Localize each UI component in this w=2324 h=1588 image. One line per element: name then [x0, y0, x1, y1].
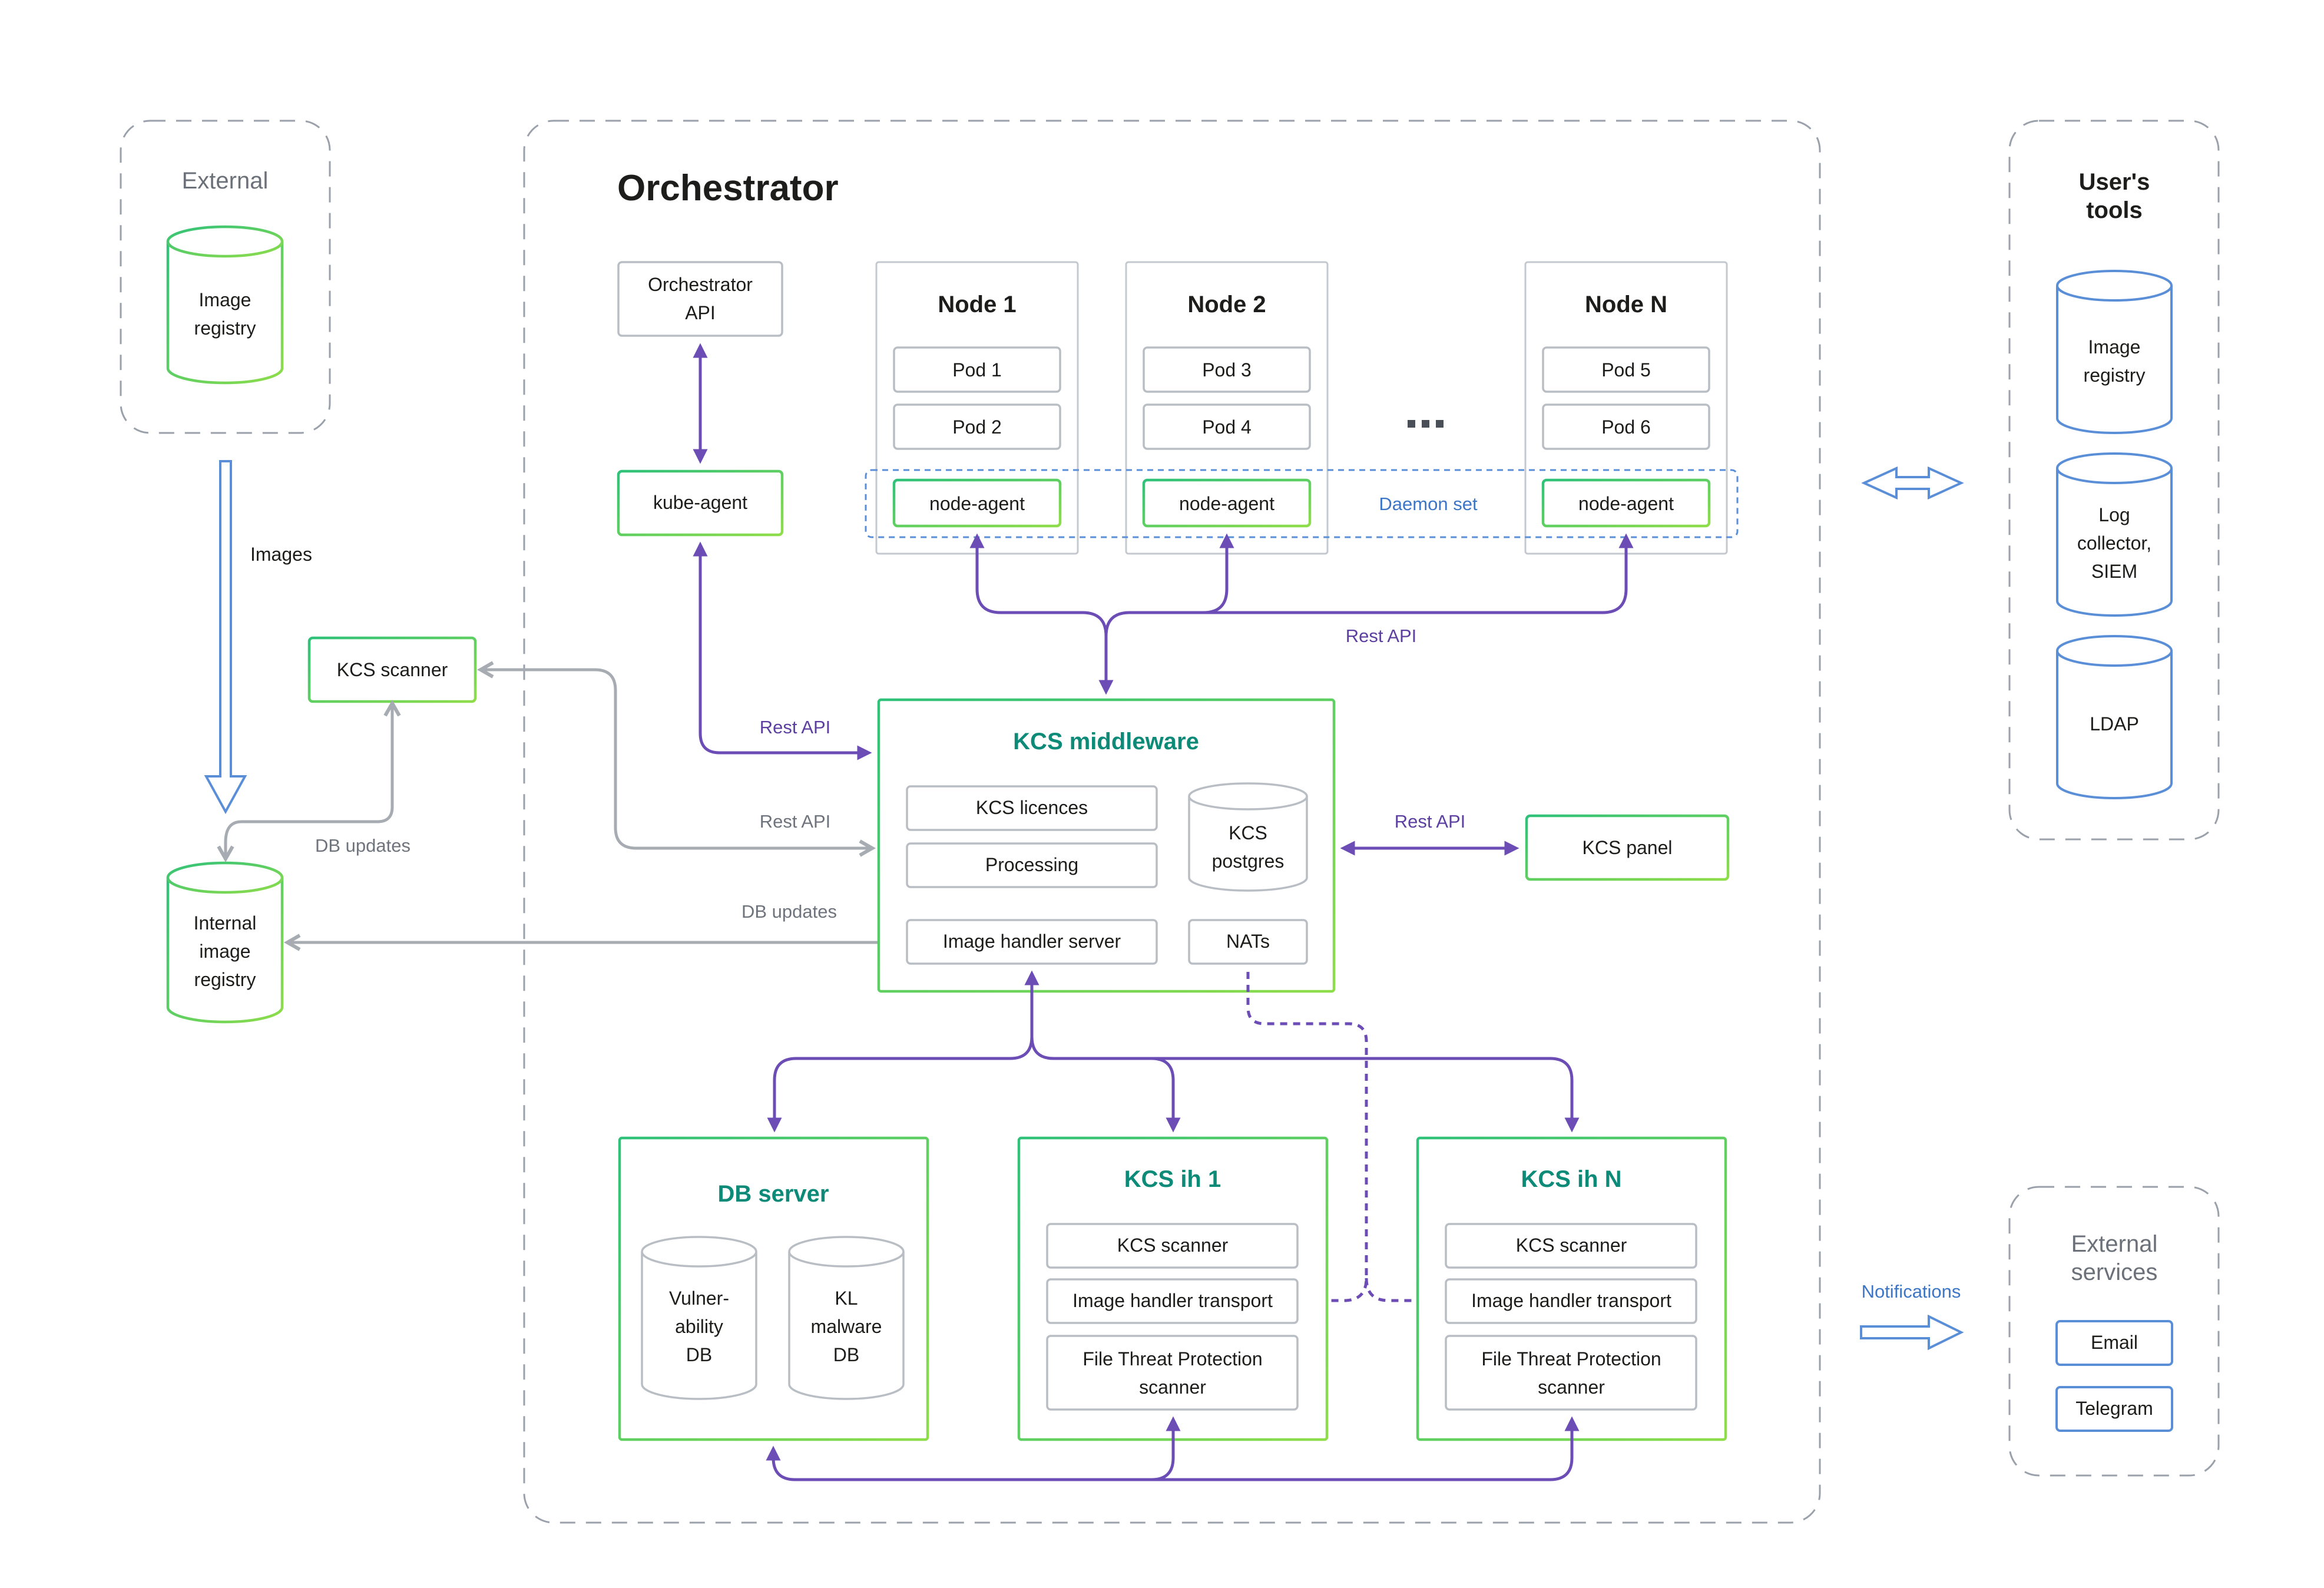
- processing: [906, 842, 1158, 888]
- images-arrow: [204, 460, 247, 815]
- kube-agent-label: kube-agent: [653, 492, 747, 513]
- kcs-panel: [1525, 814, 1730, 881]
- db-updates-label-internal: DB updates: [741, 901, 837, 922]
- svg-text:Node N: Node N: [1585, 292, 1667, 317]
- svg-text:Pod 3: Pod 3: [1202, 359, 1252, 381]
- images-label: Images: [250, 544, 312, 565]
- svg-text:node-agent: node-agent: [1578, 493, 1674, 514]
- telegram-service: [2055, 1386, 2173, 1432]
- rest-api-scanner-label: Rest API: [760, 811, 831, 832]
- orchestrator-api: [617, 261, 783, 337]
- kcs-licences: [906, 785, 1158, 831]
- kcs-ih-1-title: KCS ih 1: [1124, 1166, 1221, 1192]
- db-updates-label-left: DB updates: [315, 835, 410, 856]
- svg-text:node-agent: node-agent: [929, 493, 1025, 514]
- rest-api-panel-label: Rest API: [1395, 811, 1466, 832]
- ihn-kcs-scanner: [1445, 1223, 1697, 1269]
- left-kcs-scanner-label: KCS scanner: [337, 659, 448, 680]
- kube-agent: [617, 469, 784, 537]
- svg-text:KCS scanner: KCS scanner: [1117, 1235, 1229, 1256]
- daemon-set-frame: [865, 469, 1739, 538]
- users-tools-group: [2008, 120, 2220, 841]
- svg-text:Telegram: Telegram: [2075, 1398, 2153, 1419]
- svg-text:Pod 5: Pod 5: [1601, 359, 1651, 381]
- svg-text:KCS scanner: KCS scanner: [1516, 1235, 1627, 1256]
- svg-text:KCS licences: KCS licences: [976, 797, 1088, 818]
- svg-text:Pod 2: Pod 2: [952, 416, 1002, 438]
- svg-text:Image handler transport: Image handler transport: [1471, 1290, 1671, 1311]
- svg-text:Node 1: Node 1: [938, 292, 1016, 317]
- db-server-title: DB server: [717, 1181, 829, 1207]
- svg-text:Pod 1: Pod 1: [952, 359, 1002, 381]
- ldap: LDAP: [2056, 635, 2173, 799]
- scanner-rest-api-edge: [476, 661, 876, 857]
- external-services-group: [2008, 1186, 2220, 1477]
- external-group: [120, 120, 331, 434]
- svg-text:Pod 4: Pod 4: [1202, 416, 1252, 438]
- email-service: [2055, 1320, 2173, 1366]
- svg-text:Email: Email: [2091, 1332, 2138, 1353]
- notifications-label: Notifications: [1862, 1281, 1961, 1302]
- svg-text:Processing: Processing: [985, 854, 1078, 875]
- svg-text:node-agent: node-agent: [1179, 493, 1274, 514]
- notifications-arrow: [1860, 1314, 1964, 1351]
- kcs-middleware-title: KCS middleware: [1013, 729, 1199, 755]
- svg-text:NATs: NATs: [1226, 931, 1270, 952]
- svg-text:Node 2: Node 2: [1187, 292, 1266, 317]
- svg-text:KCS panel: KCS panel: [1583, 837, 1673, 858]
- node-2: Node 2 Pod 3 Pod 4 node-agent: [1125, 261, 1329, 555]
- ih1-kcs-scanner: [1046, 1223, 1299, 1269]
- nodes-rest-api-edge: [969, 533, 1114, 695]
- svg-text:Image handler transport: Image handler transport: [1072, 1290, 1273, 1311]
- kcs-ih-n-title: KCS ih N: [1521, 1166, 1621, 1192]
- ihn-image-handler-transport: [1445, 1278, 1697, 1324]
- node-n: Node N Pod 5 Pod 6 node-agent: [1524, 261, 1728, 555]
- nats-transport-edge: [1246, 972, 1368, 1302]
- svg-text:LDAP: LDAP: [2090, 713, 2139, 735]
- scanner-db-updates-edge: [217, 699, 401, 863]
- external-group-title: External: [182, 168, 269, 194]
- ih1-file-threat-protection: [1046, 1335, 1299, 1411]
- daemon-set-label: Daemon set: [1379, 494, 1478, 514]
- svg-text:Pod 6: Pod 6: [1601, 416, 1651, 438]
- nats: [1188, 919, 1308, 965]
- ihn-file-threat-protection: [1445, 1335, 1697, 1411]
- image-handler-server: [906, 919, 1158, 965]
- ih1-image-handler-transport: [1046, 1278, 1299, 1324]
- users-tools-double-arrow: [1861, 466, 1964, 500]
- rest-api-nodes-label: Rest API: [1346, 626, 1417, 646]
- db-server-ih-edge: [766, 1416, 1181, 1481]
- svg-text:Image handler server: Image handler server: [943, 931, 1121, 952]
- orchestrator-title: Orchestrator: [617, 168, 839, 209]
- nodes-ellipsis: [1408, 420, 1444, 428]
- rest-api-kube-label: Rest API: [760, 717, 831, 737]
- node-1: Node 1 Pod 1 Pod 2 node-agent: [875, 261, 1079, 555]
